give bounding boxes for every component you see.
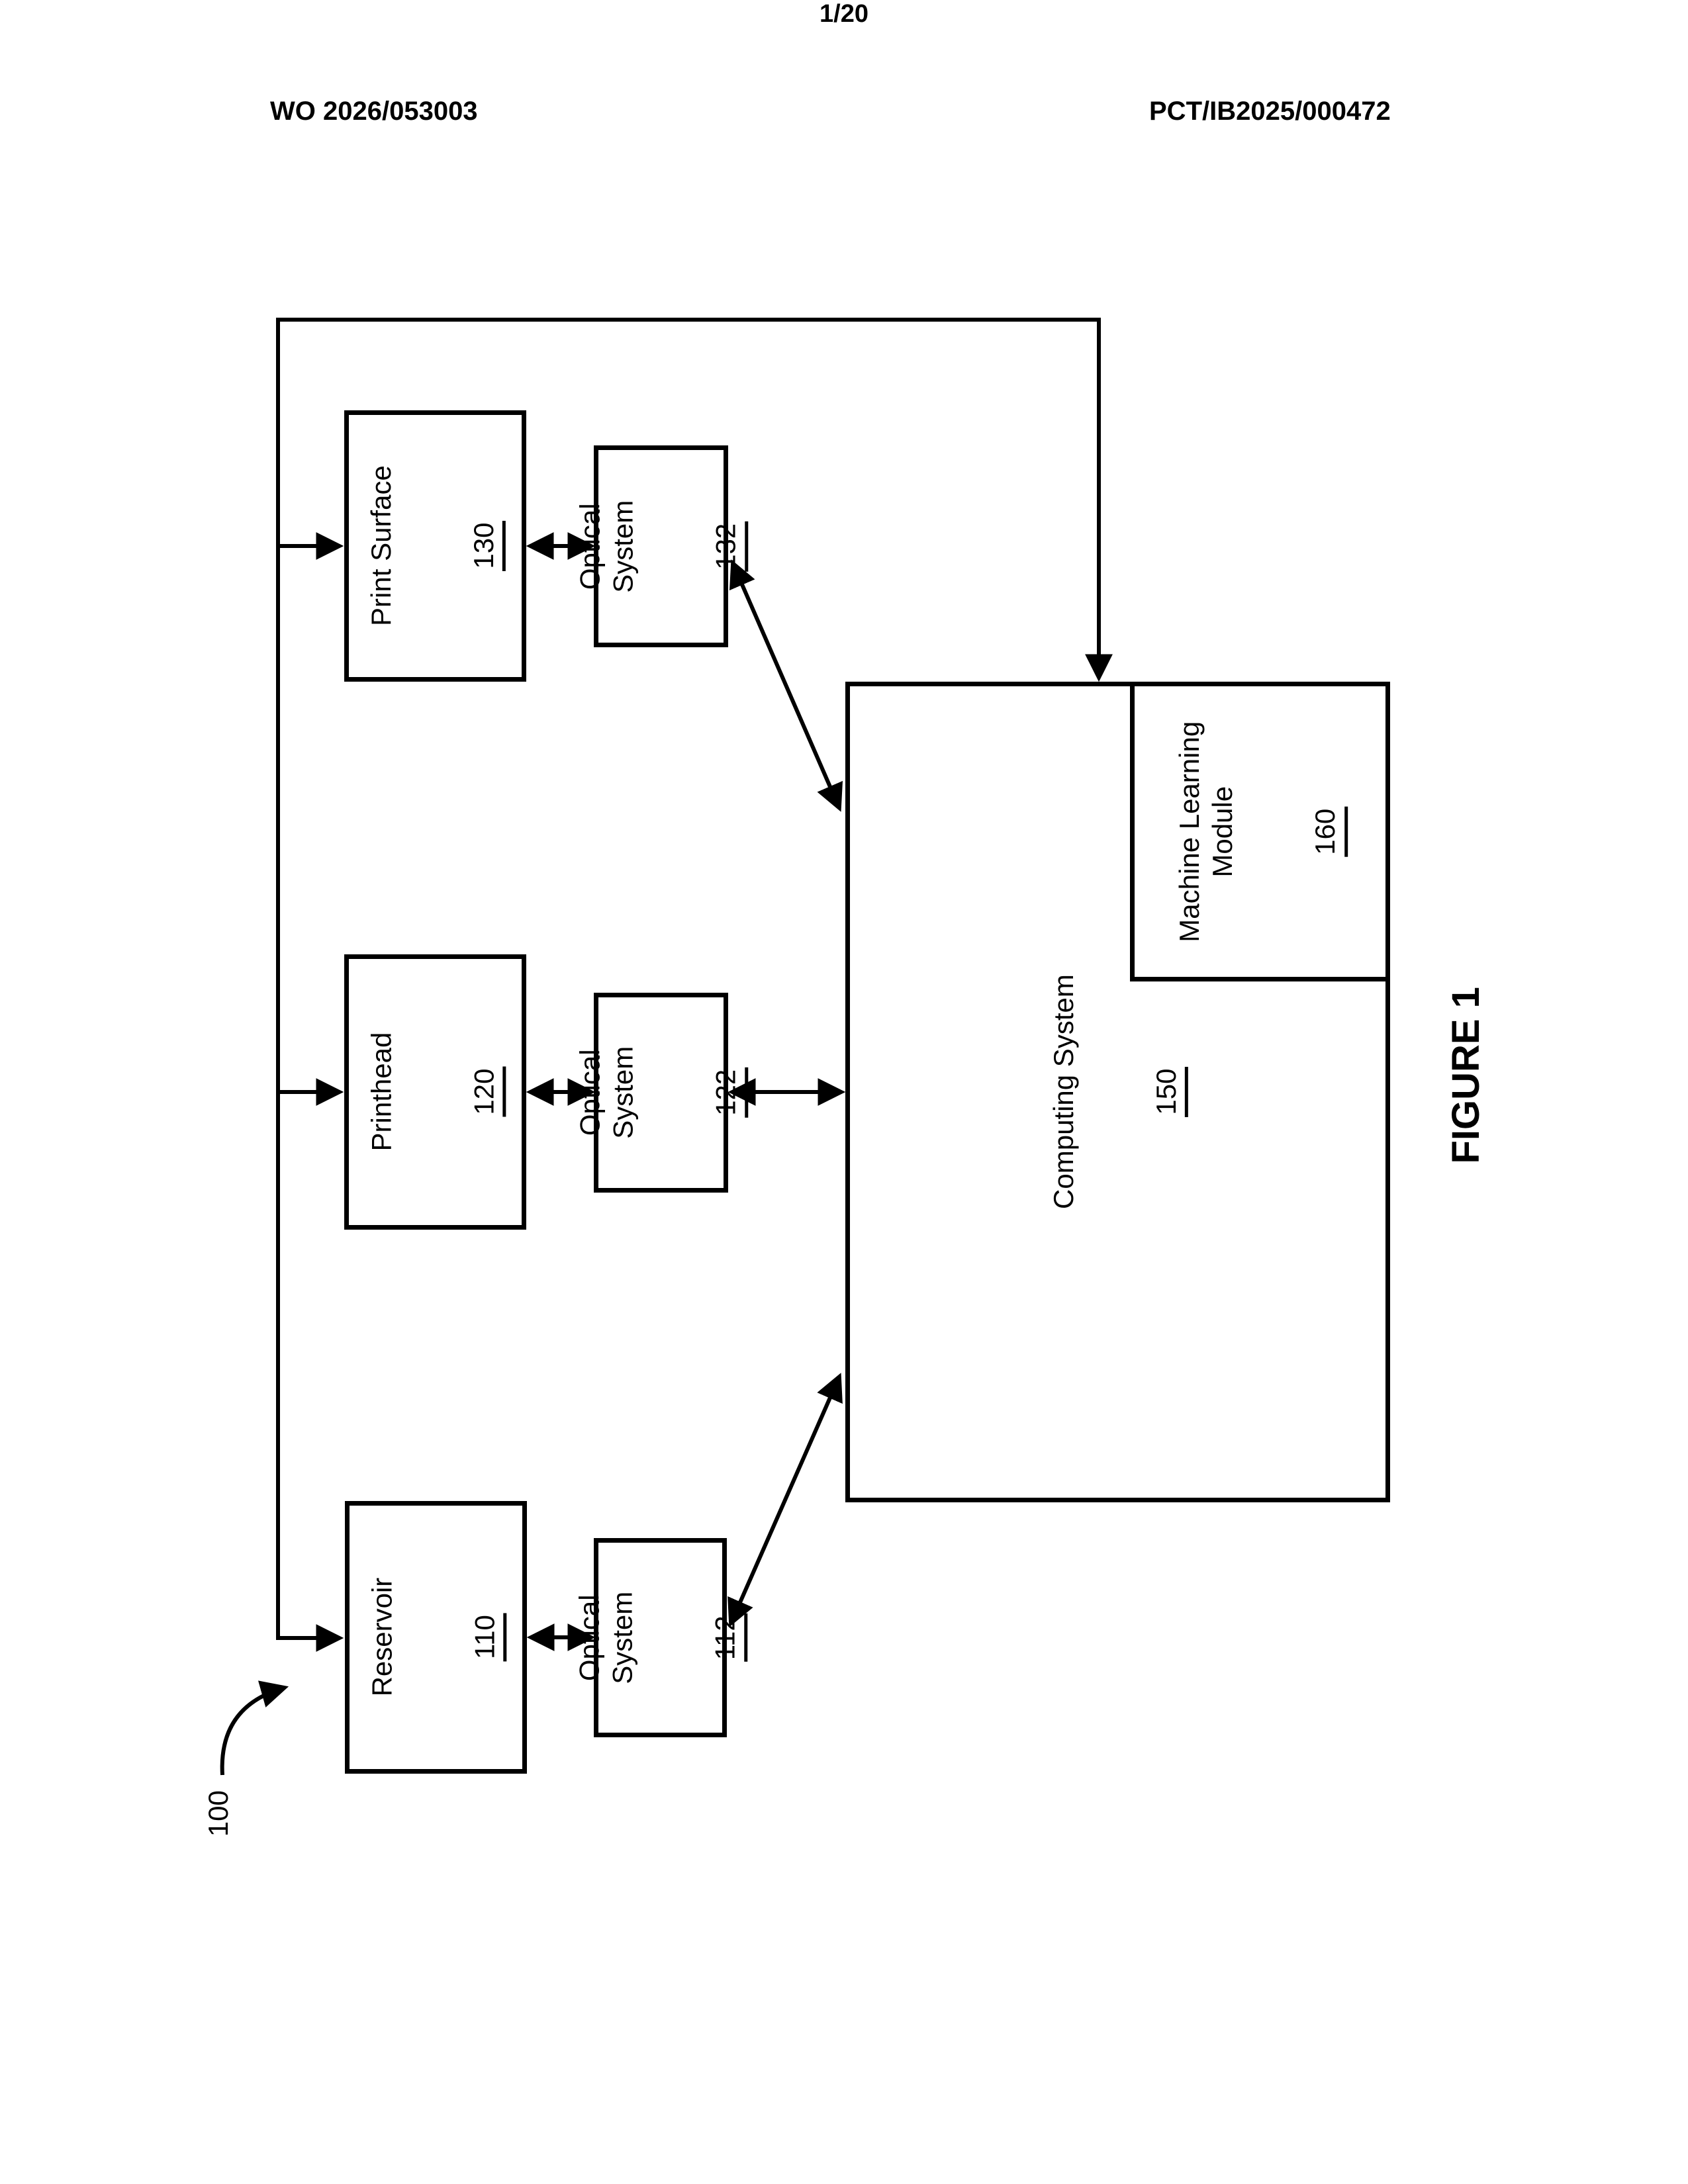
arrow-optical-132-computing — [729, 559, 843, 812]
arrow-optical-112-computing — [727, 1373, 843, 1627]
optical-system-112-ref: 112 — [709, 1614, 748, 1662]
box-reservoir: Reservoir 110 — [345, 1501, 527, 1774]
computing-system-label: Computing System — [1047, 974, 1079, 1210]
machine-learning-module-text: Machine Learning Module 160 — [1106, 721, 1415, 942]
optical-system-132-label: Optical System — [574, 500, 639, 593]
optical-system-132-ref: 132 — [710, 521, 749, 572]
optical-system-132-text: Optical System 132 — [507, 500, 816, 593]
figure-label: FIGURE 1 — [1444, 987, 1488, 1164]
optical-system-122-label: Optical System — [574, 1046, 639, 1140]
box-optical-system-132: Optical System 132 — [575, 445, 749, 647]
optical-system-112-text: Optical System 112 — [506, 1591, 815, 1684]
computing-system-text: Computing System 150 — [980, 974, 1255, 1210]
optical-system-112-label: Optical System — [573, 1591, 638, 1684]
machine-learning-module-ref: 160 — [1309, 806, 1348, 857]
reservoir-ref: 110 — [467, 1613, 507, 1662]
printhead-label: Printhead — [365, 1032, 397, 1152]
page-number: 1/20 — [820, 0, 868, 28]
optical-system-122-text: Optical System 122 — [507, 1046, 816, 1139]
reservoir-label: Reservoir — [365, 1578, 397, 1697]
print-surface-ref: 130 — [467, 520, 506, 572]
box-print-surface: Print Surface 130 — [344, 410, 526, 682]
header-publication-number: WO 2026/053003 — [270, 97, 478, 126]
computing-system-ref: 150 — [1149, 1066, 1189, 1118]
print-surface-label: Print Surface — [365, 465, 397, 627]
optical-system-122-ref: 122 — [710, 1067, 749, 1118]
box-optical-system-112: Optical System 112 — [574, 1538, 748, 1737]
box-printhead: Printhead 120 — [344, 954, 526, 1230]
reference-label-100: 100 — [202, 1790, 234, 1837]
arrow-reference-100-pointer — [220, 1680, 289, 1776]
connector-rail-computing-reservoir — [276, 318, 1113, 1652]
box-optical-system-122: Optical System 122 — [575, 993, 749, 1193]
printhead-ref: 120 — [467, 1066, 506, 1118]
box-machine-learning-module: Machine Learning Module 160 — [1130, 682, 1390, 981]
header-application-number: PCT/IB2025/000472 — [1149, 97, 1391, 126]
machine-learning-module-label: Machine Learning Module — [1173, 721, 1238, 942]
